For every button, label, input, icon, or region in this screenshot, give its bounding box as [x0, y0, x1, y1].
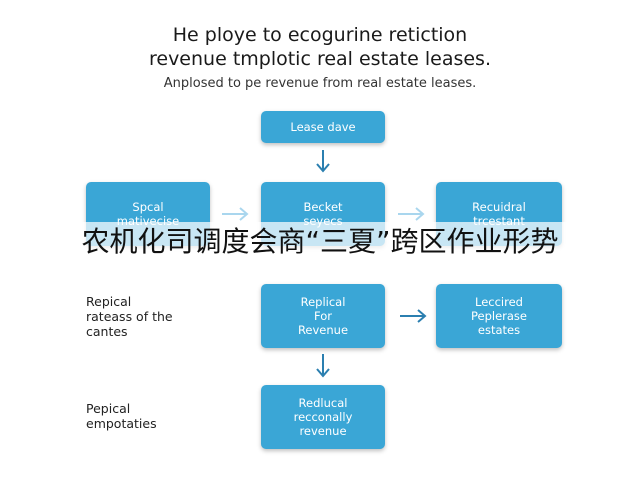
- box-spcal-line-1: Spcal: [132, 200, 164, 214]
- box-leccired-line-1: Leccired: [475, 295, 523, 309]
- box-redlucal-line-1: Redlucal: [298, 396, 348, 410]
- side-label-pepical: Pepical empotaties: [86, 401, 157, 431]
- side-label-repical-line-3: cantes: [86, 324, 128, 339]
- box-replical: Replical For Revenue: [261, 284, 385, 348]
- box-replical-line-1: Replical: [300, 295, 346, 309]
- side-label-repical: Repical rateass of the cantes: [86, 294, 173, 339]
- box-replical-line-3: Revenue: [297, 323, 349, 337]
- diagram-subtitle: Anplosed to pe revenue from real estate …: [163, 76, 477, 91]
- box-leccired-line-3: estates: [477, 323, 521, 337]
- box-redlucal: Redlucal recconally revenue: [261, 385, 385, 449]
- arrow-down-lease-to-becket: [316, 150, 330, 173]
- caption-overlay-text: 农机化司调度会商“三夏”跨区作业形势: [81, 225, 559, 258]
- box-becket-line-1: Becket: [303, 200, 343, 214]
- side-label-repical-line-1: Repical: [86, 294, 132, 309]
- caption-overlay-band: [0, 222, 640, 262]
- arrow-right-replical-to-leccired: [400, 309, 427, 323]
- arrow-right-spcal-to-becket: [222, 207, 249, 221]
- arrow-right-becket-to-recuidral: [398, 207, 425, 221]
- arrow-down-replical-to-redlucal: [316, 354, 330, 378]
- side-label-repical-line-2: rateass of the: [86, 309, 173, 324]
- box-redlucal-line-3: revenue: [299, 424, 347, 438]
- diagram-title-line-1: He ploye to ecogurine retiction: [172, 24, 468, 46]
- box-lease-dave-line-1: Lease dave: [290, 120, 356, 134]
- side-label-pepical-line-2: empotaties: [86, 416, 157, 431]
- box-redlucal-line-2: recconally: [293, 410, 353, 424]
- side-label-pepical-line-1: Pepical: [86, 401, 131, 416]
- box-leccired: Leccired Peplerase estates: [436, 284, 562, 348]
- diagram-title-line-2: revenue tmplotic real estate leases.: [148, 48, 491, 70]
- box-recuidral-line-1: Recuidral: [472, 200, 526, 214]
- box-leccired-line-2: Peplerase: [470, 309, 527, 323]
- box-lease-dave: Lease dave: [261, 111, 385, 143]
- box-replical-line-2: For: [314, 309, 332, 323]
